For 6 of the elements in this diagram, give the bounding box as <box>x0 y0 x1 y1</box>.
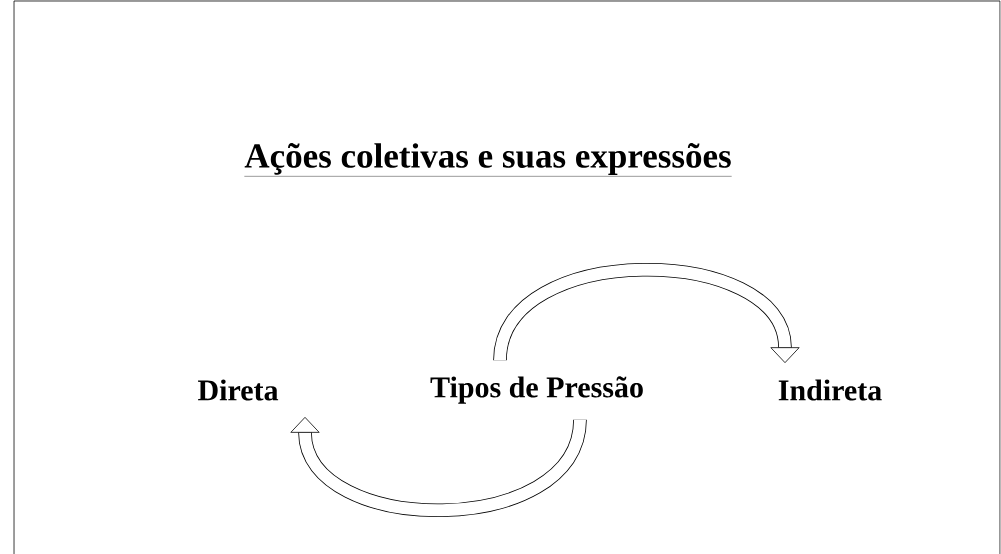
title: Ações coletivas e suas expressões <box>244 143 732 177</box>
curved-block-arrow <box>493 263 800 364</box>
node-label: Indireta <box>778 379 882 401</box>
node-label: Direta <box>198 379 279 401</box>
node-label: Tipos de Pressão <box>430 376 643 404</box>
curved-block-arrow <box>290 416 587 517</box>
